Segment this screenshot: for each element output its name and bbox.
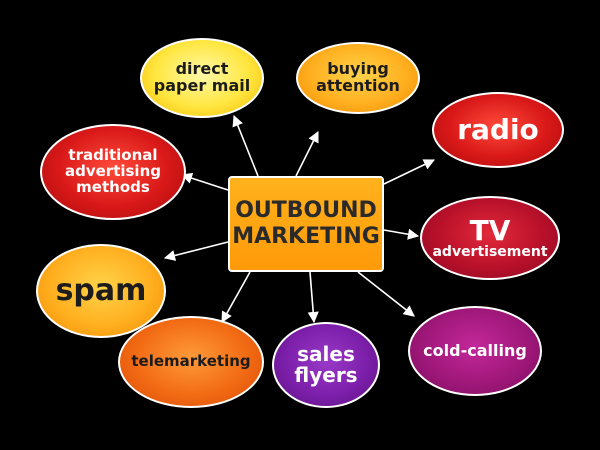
node-cold-calling-line-1: cold-calling — [423, 340, 527, 360]
node-traditional-line-2: advertising — [64, 162, 161, 181]
node-telemarketing-line-1: telemarketing — [131, 352, 251, 371]
arrow-to-radio — [383, 159, 436, 185]
node-sales-flyers: sales flyers — [272, 322, 380, 408]
node-spam-line-1: spam — [55, 273, 147, 309]
node-tv-line-1: TV — [469, 213, 511, 247]
node-direct-paper-mail-line-2: paper mail — [153, 76, 251, 95]
node-sales-flyers-line-1: sales — [297, 342, 355, 366]
arrow-to-spam — [163, 241, 229, 261]
arrow-to-sales-flyers — [307, 271, 319, 324]
node-buying-attention-line-1: buying — [327, 59, 389, 79]
node-direct-paper-mail: direct paper mail — [140, 38, 264, 118]
node-spam: spam — [36, 244, 166, 338]
node-tv-line-2: advertisement — [432, 244, 548, 261]
node-radio-line-1: radio — [457, 113, 539, 147]
node-traditional-line-1: traditional — [68, 146, 158, 165]
arrow-to-traditional-advertising — [180, 172, 229, 191]
central-topic-line-2: MARKETING — [232, 224, 380, 249]
node-direct-paper-mail-line-1: direct — [175, 59, 229, 79]
central-topic-line-1: OUTBOUND — [235, 197, 377, 223]
arrow-to-tv-advertisement — [383, 228, 420, 240]
node-traditional-advertising-methods: traditional advertising methods — [40, 124, 186, 220]
node-traditional-line-3: methods — [76, 177, 150, 196]
node-sales-flyers-line-2: flyers — [294, 363, 358, 387]
node-telemarketing: telemarketing — [118, 316, 264, 408]
arrow-to-telemarketing — [221, 271, 251, 323]
arrow-to-direct-paper-mail — [232, 114, 259, 177]
central-topic: OUTBOUND MARKETING — [228, 176, 384, 272]
node-radio: radio — [432, 92, 564, 168]
arrow-to-cold-calling — [357, 271, 415, 317]
node-buying-attention: buying attention — [296, 42, 420, 114]
node-tv-advertisement: TV advertisement — [420, 196, 560, 280]
arrow-to-buying-attention — [295, 130, 319, 177]
node-cold-calling: cold-calling — [408, 306, 542, 396]
node-buying-attention-line-2: attention — [316, 76, 400, 95]
